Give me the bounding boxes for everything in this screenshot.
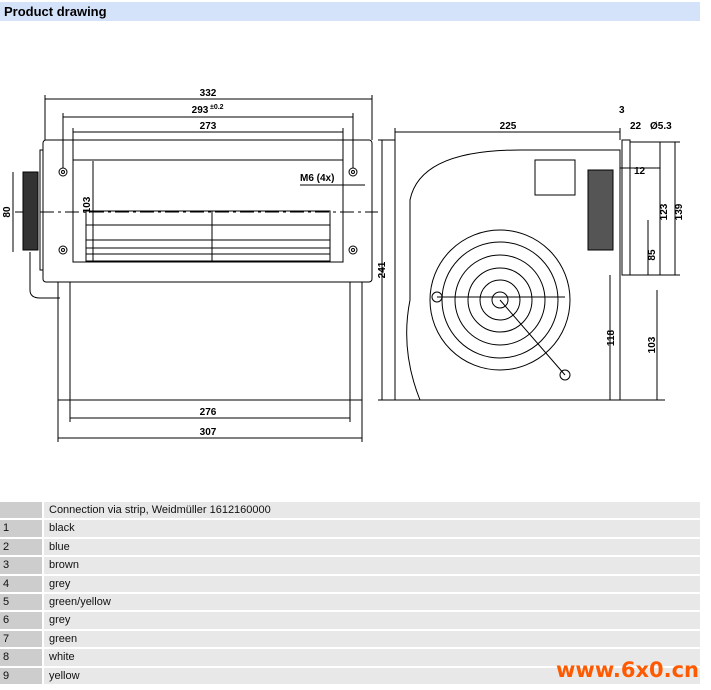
- dim-273: 273: [200, 121, 217, 132]
- dim-123: 123: [659, 203, 670, 220]
- section-header: Product drawing: [0, 2, 700, 21]
- dim-241: 241: [377, 261, 388, 278]
- dim-118: 118: [606, 329, 617, 346]
- dim-80: 80: [2, 206, 13, 218]
- wire-color: white: [44, 649, 700, 666]
- dim-307: 307: [200, 427, 217, 438]
- connection-table: Connection via strip, Weidmüller 1612160…: [0, 502, 700, 686]
- dim-85: 85: [647, 249, 658, 261]
- dim-293: 293: [192, 105, 209, 116]
- dim-225: 225: [500, 121, 517, 132]
- side-view: [378, 128, 680, 401]
- table-title: Connection via strip, Weidmüller 1612160…: [44, 502, 700, 519]
- wire-color: green: [44, 630, 700, 648]
- pin-number: 6: [0, 612, 42, 629]
- wire-color: yellow: [44, 667, 700, 684]
- pin-number: 5: [0, 593, 42, 611]
- product-drawing: 332 293 ±0.2 273 103 80 M6 (4x) 276 307 …: [2, 88, 685, 442]
- pin-number: 2: [0, 538, 42, 556]
- pin-number: 9: [0, 667, 42, 684]
- wire-color: green/yellow: [44, 593, 700, 611]
- watermark: www.6x0.cn: [556, 658, 699, 682]
- wire-color: brown: [44, 557, 700, 574]
- dim-12: 12: [634, 166, 646, 177]
- dim-5-3: Ø5.3: [650, 121, 672, 132]
- wire-color: grey: [44, 612, 700, 629]
- dim-332: 332: [200, 88, 217, 99]
- dim-22: 22: [630, 121, 642, 132]
- dim-276: 276: [200, 407, 217, 418]
- front-view: [12, 95, 378, 442]
- dim-103-side: 103: [647, 336, 658, 353]
- label-m6: M6 (4x): [300, 173, 334, 184]
- pin-number: 4: [0, 575, 42, 592]
- wire-color: grey: [44, 575, 700, 592]
- wire-color: black: [44, 520, 700, 537]
- dim-3: 3: [619, 105, 625, 116]
- table-header-row: Connection via strip, Weidmüller 1612160…: [0, 502, 700, 519]
- pin-number: 3: [0, 557, 42, 574]
- dim-103-front: 103: [82, 196, 93, 213]
- pin-number: 8: [0, 649, 42, 666]
- dim-293-tolerance: ±0.2: [210, 104, 224, 111]
- pin-number: 7: [0, 630, 42, 648]
- dim-139: 139: [674, 203, 685, 220]
- wire-color: blue: [44, 538, 700, 556]
- pin-number: 1: [0, 520, 42, 537]
